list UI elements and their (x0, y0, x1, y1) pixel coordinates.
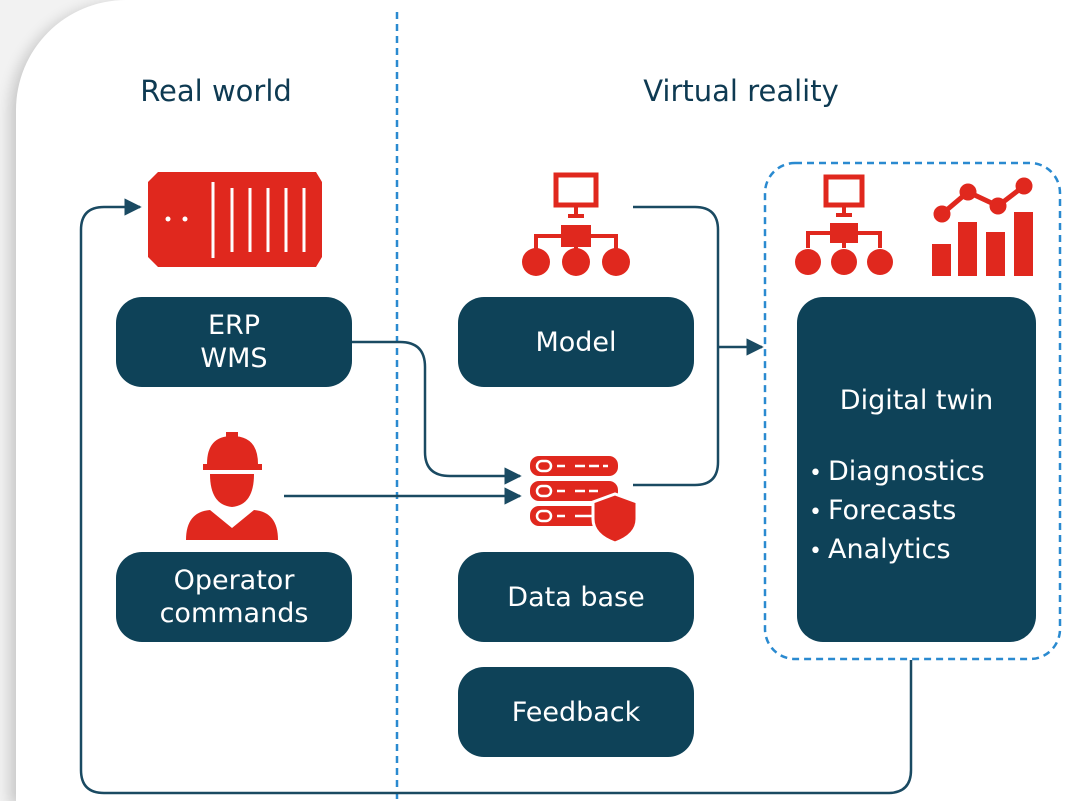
chart-icon (932, 177, 1033, 276)
operator-label: Operator (173, 565, 295, 596)
feedback-box: Feedback (458, 667, 694, 757)
model-box: Model (458, 297, 694, 387)
container-icon (148, 172, 322, 267)
digital-twin-list: Diagnostics Forecasts Analytics (809, 453, 985, 570)
feedback-label: Feedback (511, 696, 641, 728)
list-item-forecasts: Forecasts (809, 492, 985, 531)
worker-icon (186, 432, 278, 540)
database-server-icon (530, 456, 639, 545)
model-label: Model (535, 326, 617, 358)
real-world-heading: Real world (140, 74, 292, 108)
erp-wms-box: ERP WMS (116, 297, 352, 387)
list-item-analytics: Analytics (809, 531, 985, 570)
virtual-reality-heading: Virtual reality (643, 74, 839, 108)
digital-twin-frame (763, 161, 1062, 661)
digital-twin-box: Digital twin Diagnostics Forecasts Analy… (797, 297, 1036, 642)
list-item-diagnostics: Diagnostics (809, 453, 985, 492)
erp-label: ERP (207, 310, 261, 341)
wms-label: WMS (200, 343, 268, 374)
twin-network-icon (795, 174, 893, 275)
network-icon (522, 172, 630, 276)
digital-twin-title: Digital twin (839, 385, 994, 416)
operator-commands-box: Operator commands (116, 552, 352, 642)
feedback-loop-connector (79, 198, 913, 795)
commands-label: commands (159, 598, 309, 629)
database-label: Data base (507, 581, 645, 613)
database-box: Data base (458, 552, 694, 642)
erp-to-database-connector (352, 340, 522, 485)
